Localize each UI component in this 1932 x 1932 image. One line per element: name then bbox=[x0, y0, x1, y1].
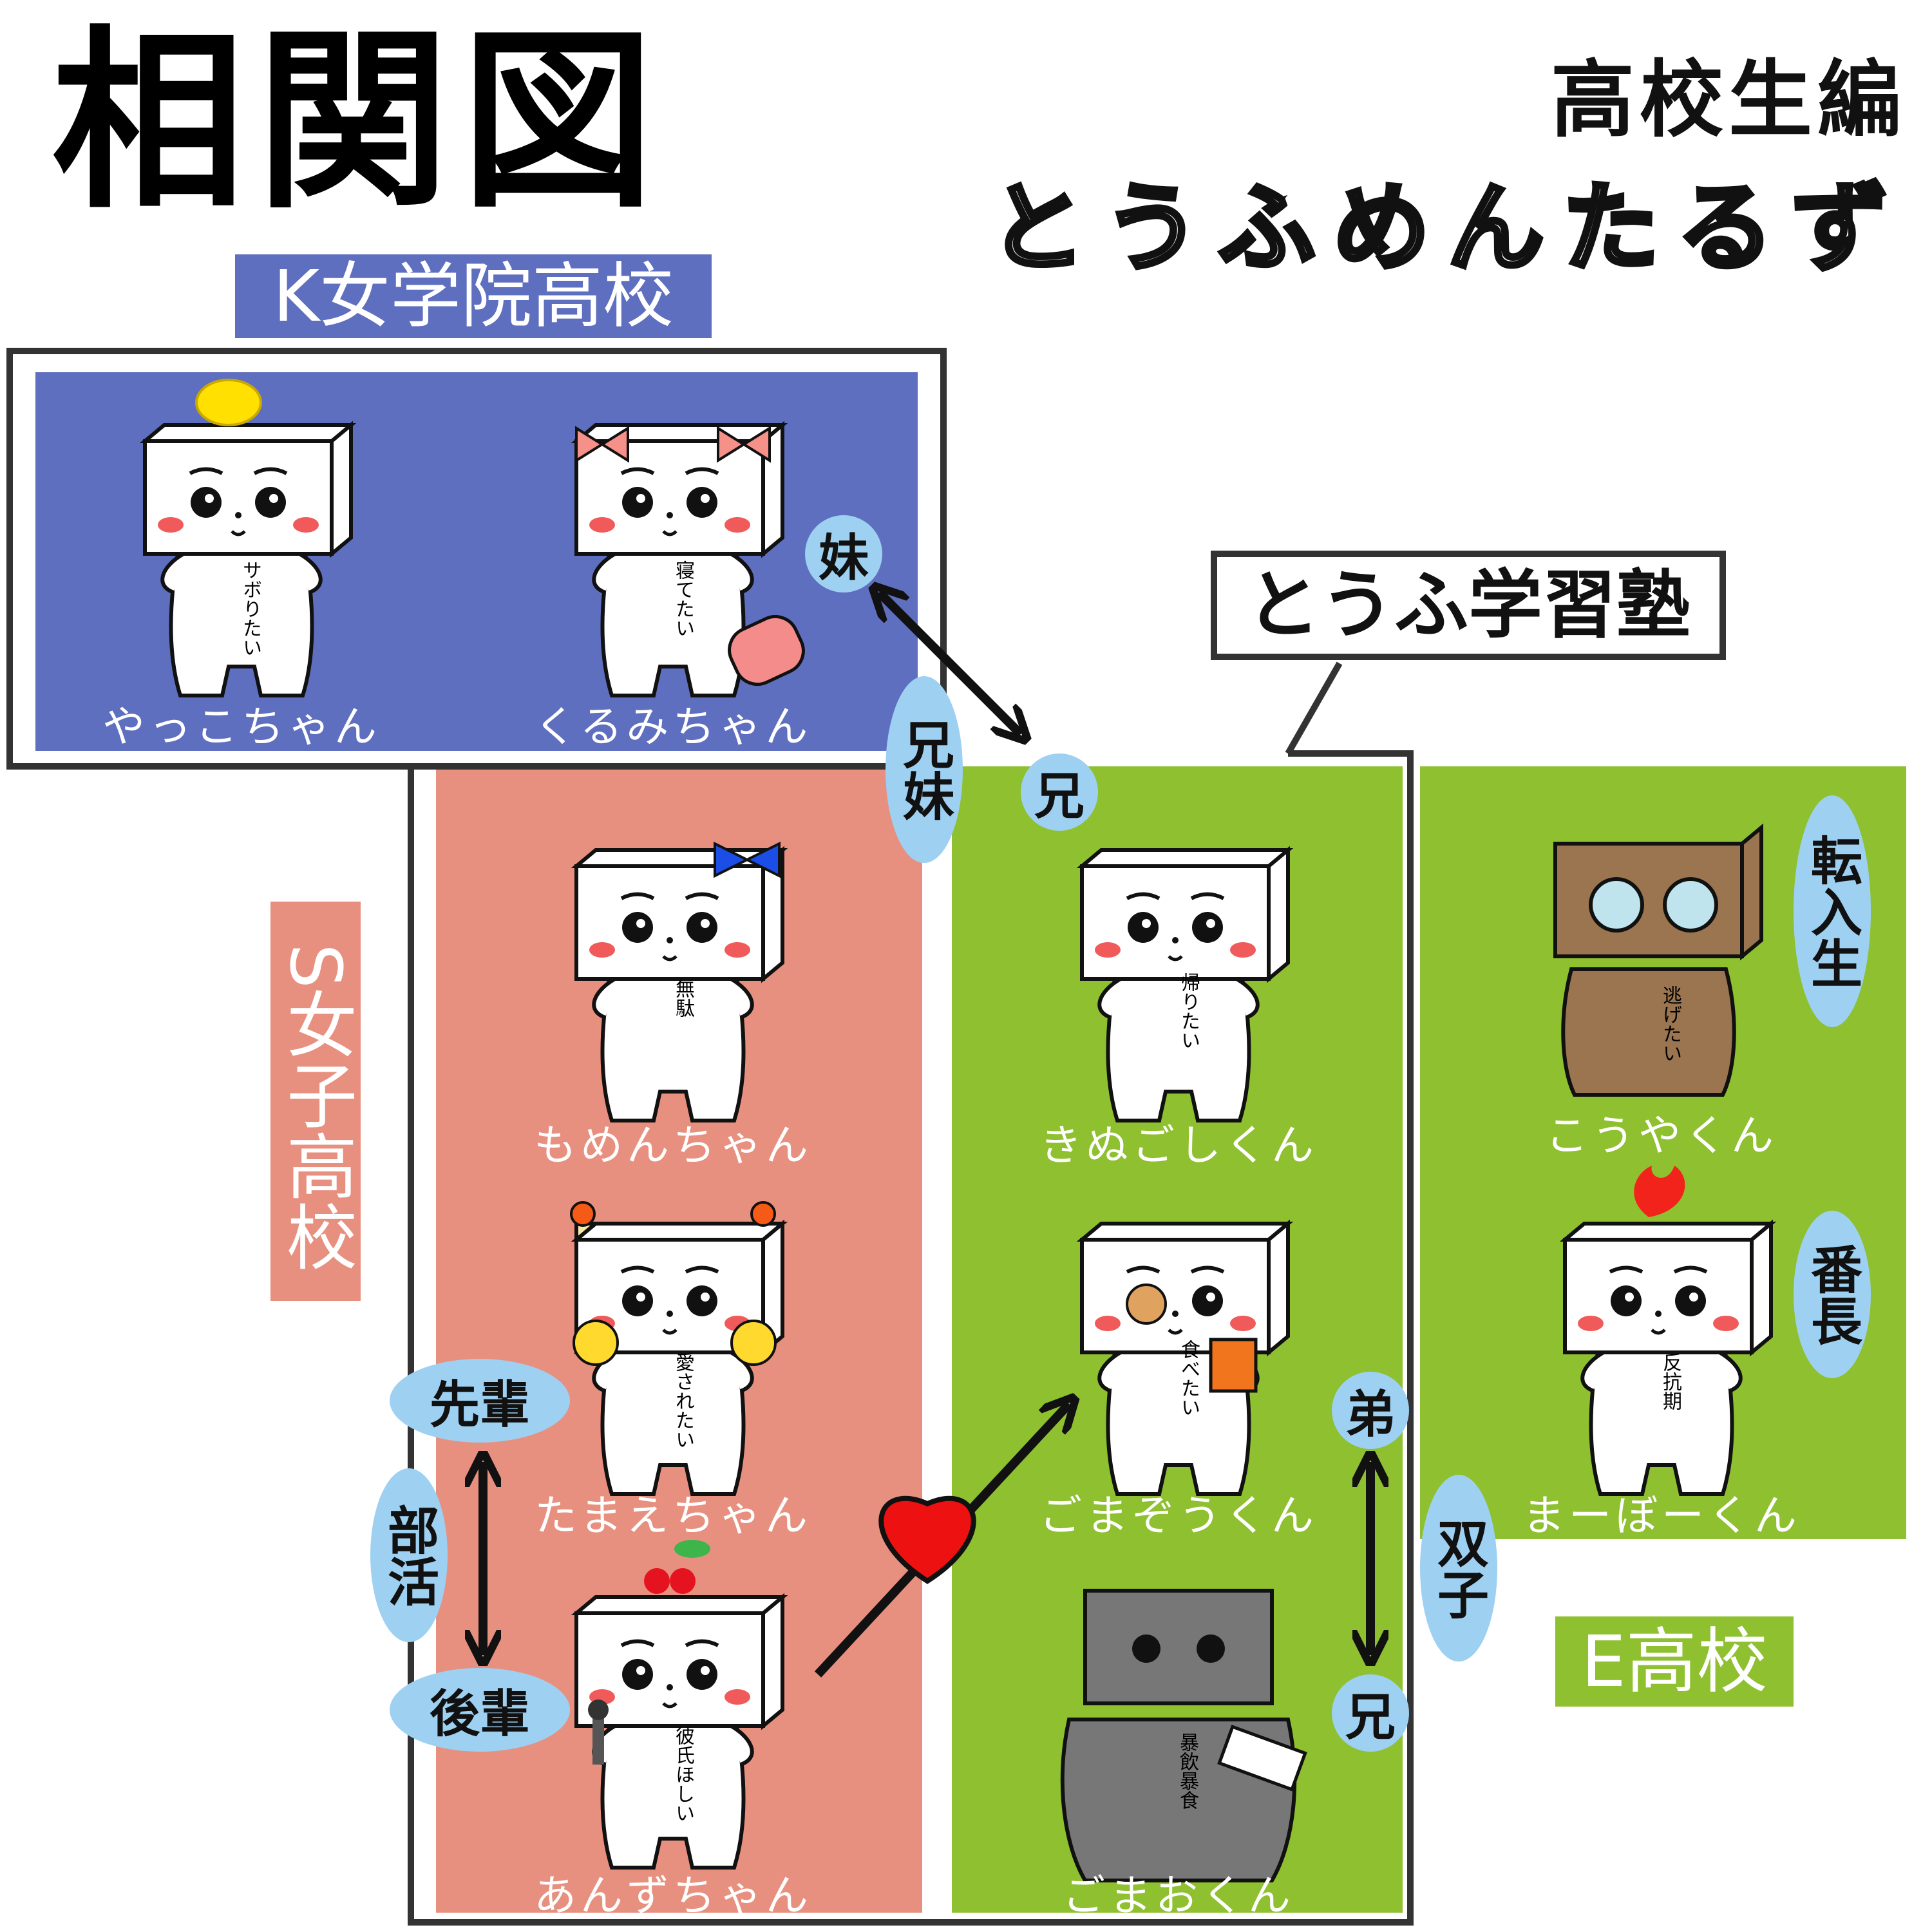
relation-imouto: 妹 bbox=[805, 515, 882, 592]
shirt-text-anzu: 彼氏ほしい bbox=[672, 1726, 694, 1823]
character-momen bbox=[576, 841, 782, 1121]
relation-senpai: 先輩 bbox=[390, 1359, 570, 1443]
brand-name: とうふめんたるず bbox=[987, 173, 1906, 285]
s-school-label: S女子高校 bbox=[270, 902, 361, 1301]
shirt-text-kinugoshi: 帰りたい bbox=[1177, 972, 1200, 1050]
character-gomazou bbox=[1082, 1224, 1288, 1494]
glasses-icon bbox=[1589, 877, 1644, 933]
character-tamae bbox=[570, 1201, 782, 1494]
bow-icon bbox=[714, 841, 781, 878]
shirt-text-gomao: 暴飲暴食 bbox=[1176, 1732, 1198, 1810]
character-kurumi bbox=[575, 425, 805, 696]
shirt-text-kurumi: 寝てたい bbox=[672, 560, 694, 638]
relation-kyodai: 兄妹 bbox=[886, 676, 963, 863]
name-anzu: あんずちゃん bbox=[534, 1871, 812, 1920]
relation-ani-top: 兄 bbox=[1021, 753, 1098, 831]
name-gomazou: ごまぞうくん bbox=[1039, 1491, 1318, 1540]
relation-otouto: 弟 bbox=[1332, 1372, 1409, 1449]
relation-ani-bottom: 兄 bbox=[1332, 1674, 1409, 1752]
character-kouya bbox=[1553, 823, 1763, 1097]
shirt-text-kouya: 逃げたい bbox=[1659, 985, 1681, 1063]
arrow-sibling bbox=[879, 592, 1021, 734]
name-kinugoshi: きぬごしくん bbox=[1039, 1121, 1318, 1170]
relation-tennyusei-text: 転入生 bbox=[1803, 834, 1862, 989]
heart-icon bbox=[878, 1495, 976, 1584]
hair-ball-icon bbox=[570, 1201, 596, 1227]
relation-futago: 双子 bbox=[1420, 1475, 1497, 1662]
character-mabo bbox=[1565, 1166, 1771, 1494]
page-title: 相関図 bbox=[52, 10, 666, 234]
pompom-icon bbox=[195, 379, 262, 426]
shirt-text-yakko: サボりたい bbox=[239, 560, 261, 657]
hair-ball-icon bbox=[750, 1201, 776, 1227]
shirt-text-mabo: 反抗期 bbox=[1659, 1352, 1681, 1410]
pompom-icon bbox=[573, 1320, 619, 1366]
relation-kyodai-text: 兄妹 bbox=[895, 718, 954, 821]
name-kouya: こうやくん bbox=[1546, 1111, 1777, 1160]
cup-icon bbox=[1209, 1338, 1258, 1393]
character-gomao bbox=[1060, 1589, 1307, 1882]
page-subtitle: 高校生編 bbox=[1550, 51, 1906, 149]
pompom-icon bbox=[730, 1320, 777, 1366]
name-momen: もめんちゃん bbox=[534, 1121, 812, 1170]
pillow-icon bbox=[728, 614, 805, 687]
name-mabo: まーぼーくん bbox=[1522, 1491, 1801, 1540]
milk-carton-icon bbox=[1217, 1725, 1307, 1792]
cherry-icon bbox=[644, 1568, 670, 1594]
shirt-text-tamae: 愛されたい bbox=[672, 1352, 694, 1449]
name-kurumi: くるみちゃん bbox=[534, 702, 812, 752]
microphone-icon bbox=[592, 1713, 604, 1765]
s-school-label-text: S女子高校 bbox=[274, 943, 357, 1272]
relation-bukatsu: 部活 bbox=[370, 1468, 448, 1642]
name-yakko: やっこちゃん bbox=[102, 702, 381, 752]
k-school-label: K女学院高校 bbox=[235, 254, 712, 338]
relation-kohai: 後輩 bbox=[390, 1668, 570, 1752]
juku-label: とうふ学習塾 bbox=[1211, 551, 1726, 660]
name-gomao: ごまおくん bbox=[1063, 1871, 1294, 1920]
name-tamae: たまえちゃん bbox=[534, 1491, 812, 1540]
relation-bancho: 番長 bbox=[1794, 1211, 1871, 1378]
flame-icon bbox=[1634, 1166, 1685, 1217]
bow-icon bbox=[575, 426, 629, 463]
character-anzu bbox=[576, 1540, 782, 1868]
e-school-label: E高校 bbox=[1555, 1616, 1794, 1707]
bow-icon bbox=[717, 426, 771, 463]
cookie-icon bbox=[1126, 1283, 1167, 1325]
relation-bukatsu-text: 部活 bbox=[379, 1504, 439, 1607]
shirt-text-momen: 無駄 bbox=[672, 979, 694, 1018]
relation-tennyusei: 転入生 bbox=[1794, 795, 1871, 1027]
relation-futago-text: 双子 bbox=[1429, 1517, 1489, 1620]
shirt-text-gomazou: 食べたい bbox=[1177, 1340, 1200, 1417]
relation-bancho-text: 番長 bbox=[1803, 1243, 1862, 1346]
cherry-icon bbox=[670, 1568, 696, 1594]
character-yakko bbox=[145, 379, 351, 696]
glasses-icon bbox=[1663, 877, 1718, 933]
